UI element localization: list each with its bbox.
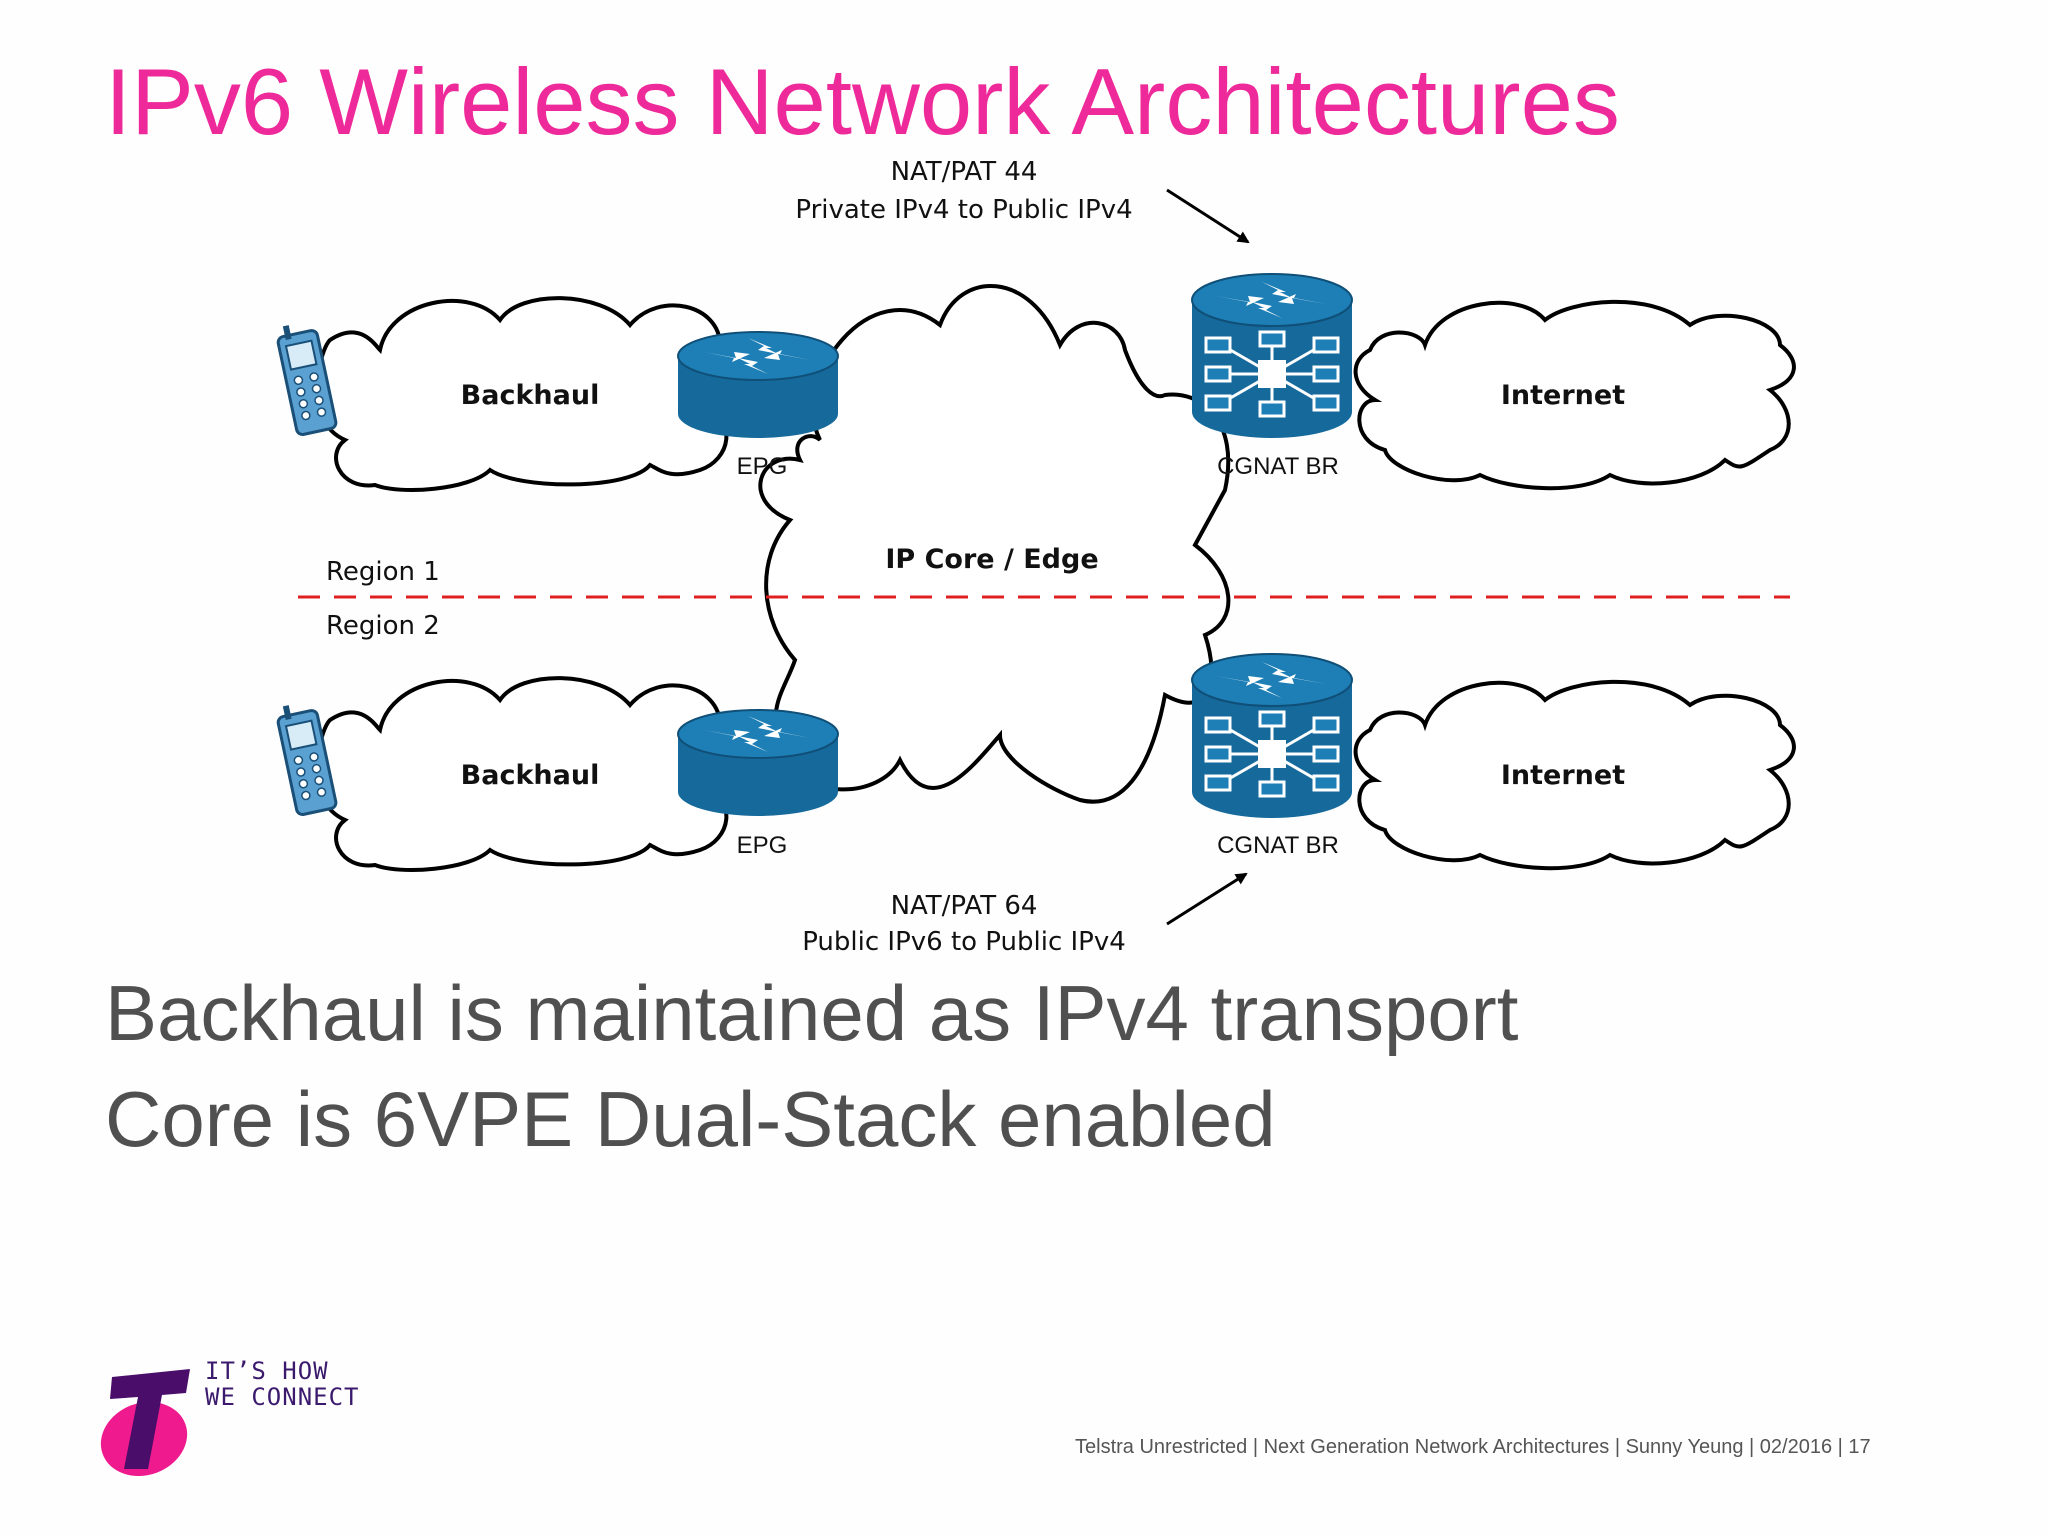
core-label: IP Core / Edge bbox=[885, 544, 1098, 575]
brand-tagline: IT’S HOW WE CONNECT bbox=[205, 1358, 360, 1410]
internet-label-bottom: Internet bbox=[1501, 760, 1625, 791]
slide-footer: Telstra Unrestricted | Next Generation N… bbox=[1075, 1436, 1871, 1458]
tagline-line-1: IT’S HOW bbox=[205, 1357, 329, 1385]
nat44-arrow bbox=[1166, 188, 1250, 244]
nat44-label-line1: NAT/PAT 44 bbox=[891, 157, 1038, 187]
epg-label-top: EPG bbox=[737, 453, 788, 480]
telstra-logo bbox=[100, 1369, 190, 1477]
region1-label: Region 1 bbox=[326, 557, 440, 587]
cgnat-router-icon bbox=[1190, 272, 1354, 440]
internet-cloud-bottom bbox=[1353, 679, 1796, 871]
tagline-line-2: WE CONNECT bbox=[205, 1383, 360, 1411]
backhaul-label-top: Backhaul bbox=[461, 380, 600, 411]
mobile-phone-icon bbox=[273, 698, 339, 818]
router-icon bbox=[677, 709, 839, 817]
router-icon bbox=[677, 331, 839, 439]
epg-label-bottom: EPG bbox=[737, 832, 788, 859]
region2-label: Region 2 bbox=[326, 611, 440, 641]
cgnat-label-top: CGNAT BR bbox=[1217, 453, 1339, 480]
nat64-arrow bbox=[1166, 872, 1248, 926]
core-cloud bbox=[758, 283, 1231, 804]
internet-label-top: Internet bbox=[1501, 380, 1625, 411]
bullet-line-2: Core is 6VPE Dual-Stack enabled bbox=[105, 1075, 1276, 1163]
nat64-label-line2: Public IPv6 to Public IPv4 bbox=[802, 927, 1126, 957]
bullet-line-1: Backhaul is maintained as IPv4 transport bbox=[105, 969, 1519, 1057]
cgnat-label-bottom: CGNAT BR bbox=[1217, 832, 1339, 859]
mobile-phone-icon bbox=[273, 318, 339, 438]
backhaul-label-bottom: Backhaul bbox=[461, 760, 600, 791]
nat44-label-line2: Private IPv4 to Public IPv4 bbox=[795, 195, 1132, 225]
cgnat-router-icon bbox=[1190, 652, 1354, 820]
internet-cloud-top bbox=[1353, 299, 1796, 491]
slide-title: IPv6 Wireless Network Architectures bbox=[105, 49, 1620, 154]
nat64-label-line1: NAT/PAT 64 bbox=[891, 891, 1038, 921]
